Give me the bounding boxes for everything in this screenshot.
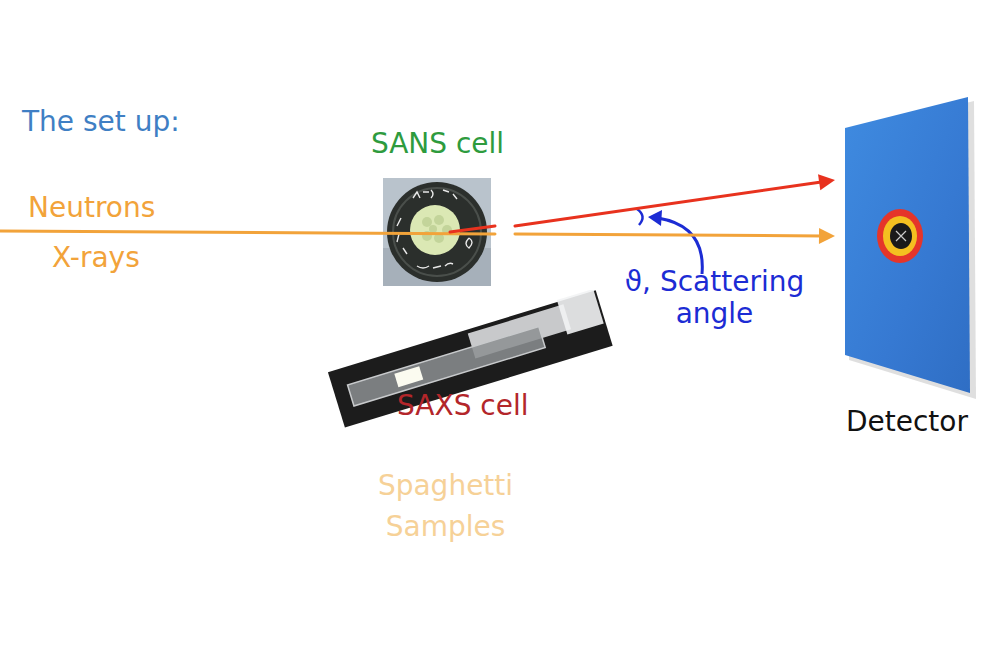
node-heading: Detector: [827, 406, 987, 438]
sample-cell: SANS cell: [360, 128, 515, 288]
incident-beam: [0, 231, 495, 234]
node-heading: SAXS cell: [397, 390, 528, 422]
sample-label: Spaghetti Samples: [358, 466, 533, 547]
cuvette-cap: [557, 290, 604, 335]
saxs-holder: [327, 290, 612, 428]
beam-label: X-rays: [52, 242, 140, 274]
panel-face: [845, 97, 970, 393]
sample-cell: SAXS cell: [325, 290, 615, 430]
window-texture: [422, 215, 452, 243]
scattered-beam: [515, 182, 823, 226]
arrowhead: [818, 174, 835, 190]
angle-arc: [637, 209, 643, 225]
angle-label: ϑ, Scattering angle: [592, 266, 837, 330]
detector-panel: [835, 90, 980, 410]
beam-label: Neutrons: [28, 192, 155, 224]
cell-window: [410, 205, 460, 255]
detector: Detector: [835, 90, 980, 440]
callout-arrowhead: [648, 210, 662, 226]
beam-stop: [890, 223, 912, 249]
arrowhead: [819, 228, 835, 244]
scattered-beam-start: [450, 226, 495, 232]
beam-center: [896, 231, 906, 241]
handwriting-scribble: [397, 190, 472, 268]
diagram-title: The set up:: [22, 106, 180, 138]
scatter-ring: [877, 209, 923, 263]
node-heading: SANS cell: [360, 128, 515, 160]
transmitted-beam: [515, 234, 823, 236]
scatter-ring-inner: [883, 216, 917, 256]
